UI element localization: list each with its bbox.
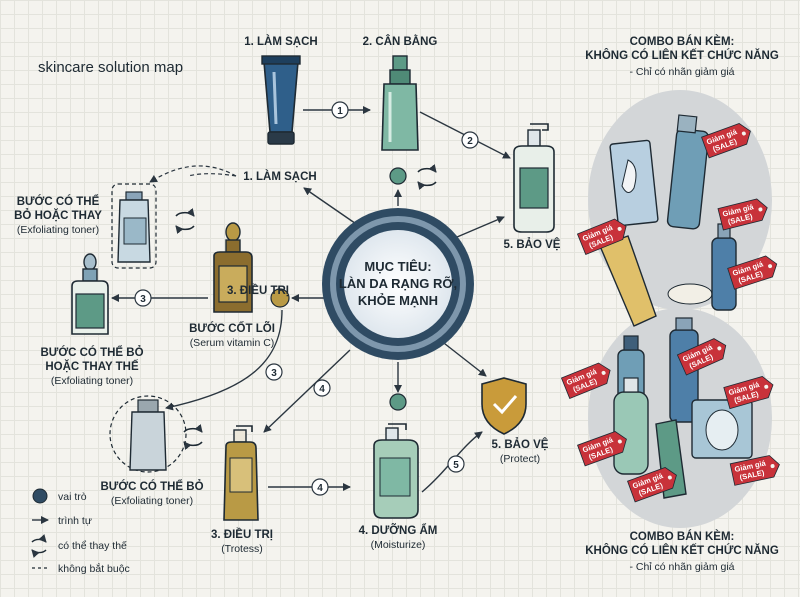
role-dot-bottom	[389, 393, 407, 411]
combo-top-note: - Chỉ có nhãn giảm giá	[629, 66, 734, 78]
legend-replaceable: có thể thay thế	[58, 540, 127, 552]
optional-1-sub: (Exfoliating toner)	[17, 224, 99, 236]
sale-tag: Giảm giá(SALE)	[577, 431, 627, 467]
step-5-bottom-sub: (Protect)	[500, 453, 540, 465]
step-2-label: 2. CÂN BẰNG	[363, 35, 438, 48]
legend-sequence: trình tự	[58, 515, 92, 527]
sheet-mask-icon	[691, 399, 753, 459]
optional-2-sub: (Exfoliating toner)	[51, 375, 133, 387]
combo-top-subtitle: KHÔNG CÓ LIÊN KẾT CHỨC NĂNG	[585, 49, 779, 62]
legend-swap-icon	[31, 534, 47, 558]
treatment-pump-icon	[223, 425, 259, 521]
shield-icon	[481, 377, 527, 435]
swap-icon	[183, 424, 203, 450]
sale-tags: Giảm giá(SALE) Giảm giá(SALE) Giảm giá(SAL…	[560, 123, 780, 503]
cleanser-tube-icon	[261, 55, 301, 145]
goal-line-1: MỤC TIÊU:	[364, 259, 431, 274]
arrow-3-to-lower-optional	[165, 309, 283, 411]
spoke-to-cleanse	[303, 187, 363, 229]
goal-line-3: KHỎE MẠNH	[358, 293, 438, 308]
pump-lotion-icon	[613, 377, 649, 475]
spray-can-icon	[666, 114, 710, 230]
spoke-to-protect	[449, 216, 505, 241]
optional-3-sub: (Exfoliating toner)	[111, 495, 193, 507]
optional-1-line-2: BỎ HOẶC THAY	[14, 209, 102, 222]
step-number-markers: 1 2 3 3 4 4 5	[134, 101, 479, 496]
optional-3-line-1: BƯỚC CÓ THỂ BỎ	[100, 480, 203, 493]
step-1-top-label: 1. LÀM SẠCH	[244, 35, 317, 48]
optional-1-line-1: BƯỚC CÓ THỂ	[17, 195, 100, 208]
step-5-bottom-label: 5. BẢO VỆ	[492, 438, 549, 451]
goal-line-2: LÀN DA RẠNG RỠ,	[339, 276, 457, 291]
page-title: skincare solution map	[38, 59, 183, 76]
spoke-to-shield	[439, 339, 487, 377]
sale-tag: Giảm giá(SALE)	[717, 198, 768, 231]
core-step-label: BƯỚC CỐT LÕI	[189, 321, 275, 335]
role-dot-top	[389, 167, 407, 185]
dashed-optional-arrow	[149, 165, 237, 183]
combo-panel: COMBO BÁN KÈM: KHÔNG CÓ LIÊN KẾT CHỨC NĂ…	[560, 35, 780, 573]
step-3-bottom-sub: (Trotess)	[221, 543, 263, 555]
sale-tag: Giảm giá(SALE)	[723, 376, 774, 410]
optional-dropper-icon	[71, 253, 109, 335]
moisturizer-pump-icon	[373, 423, 419, 519]
pump-bottle-icon	[513, 123, 555, 233]
optional-dashed-frame	[111, 183, 157, 269]
step-4-label: 4. DƯỠNG ẨM	[359, 524, 438, 537]
sale-tag: Giảm giá(SALE)	[560, 362, 611, 399]
optional-2-line-1: BƯỚC CÓ THỂ BỎ	[40, 346, 143, 359]
toner-bottle-icon	[381, 55, 419, 151]
core-step-sub: (Serum vitamin C)	[190, 337, 275, 349]
combo-bottom-subtitle: KHÔNG CÓ LIÊN KẾT CHỨC NĂNG	[585, 544, 779, 557]
step-labels: 1. LÀM SẠCH 2. CÂN BẰNG 1. LÀM SẠCH 5. B…	[14, 35, 561, 555]
step-1-mid-label: 1. LÀM SẠCH	[243, 170, 316, 183]
sale-tag: Giảm giá(SALE)	[729, 455, 780, 486]
legend-role-dot	[32, 488, 48, 504]
combo-top-title: COMBO BÁN KÈM:	[630, 35, 735, 48]
optional-2-line-2: HOẶC THAY THẾ	[45, 360, 139, 373]
step-3-bottom-label: 3. ĐIỀU TRỊ	[211, 528, 273, 541]
legend: vai trò trình tự có thể thay thế không b…	[31, 488, 130, 575]
step-number: 3	[140, 294, 146, 305]
legend-optional: không bắt buộc	[58, 562, 130, 575]
optional-dashed-circle	[109, 395, 187, 473]
swap-icon	[175, 208, 195, 234]
step-number: 3	[271, 368, 277, 379]
optional-bottle-icon	[129, 399, 167, 471]
swap-icon	[417, 164, 437, 190]
serum-dropper-icon	[213, 222, 253, 313]
step-number: 1	[337, 106, 343, 117]
center-goal: MỤC TIÊU: LÀN DA RẠNG RỠ, KHỎE MẠNH	[322, 208, 474, 360]
step-number: 5	[453, 460, 459, 471]
step-4-sub: (Moisturize)	[371, 539, 426, 551]
step-number: 4	[319, 384, 325, 395]
foot-cream-icon	[609, 139, 659, 227]
step-number: 4	[317, 483, 323, 494]
cream-swatch-icon	[667, 283, 713, 305]
legend-role: vai trò	[58, 491, 87, 503]
step-5-right-label: 5. BẢO VỆ	[504, 238, 561, 251]
sale-tag: Giảm giá(SALE)	[727, 255, 778, 290]
step-number: 2	[467, 136, 473, 147]
spoke-4-to-treat	[263, 349, 351, 433]
step-3-left-label: 3. ĐIỀU TRỊ	[227, 284, 289, 297]
role-dot-core	[270, 288, 290, 308]
combo-bottom-title: COMBO BÁN KÈM:	[630, 530, 735, 543]
exfoliating-toner-icon	[117, 191, 151, 263]
combo-bottom-note: - Chỉ có nhãn giảm giá	[629, 561, 734, 573]
